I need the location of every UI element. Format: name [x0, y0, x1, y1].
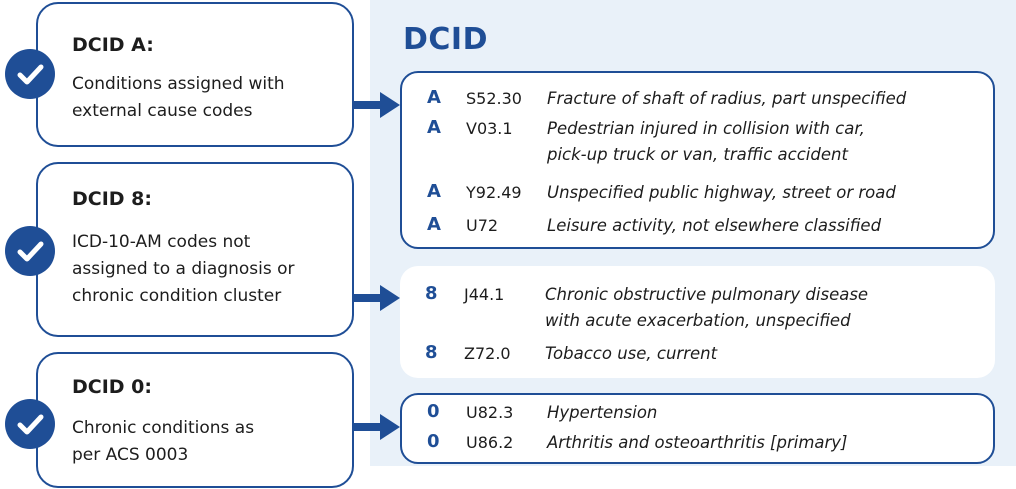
desc-line: Unspecified public highway, street or ro…	[547, 183, 896, 202]
card-desc-line: Chronic conditions as	[72, 418, 255, 438]
icd-code: U86.2	[466, 433, 514, 452]
code-group-a: A S52.30 Fracture of shaft of radius, pa…	[400, 71, 995, 249]
dcid-flag: 8	[425, 283, 438, 304]
icd-code: S52.30	[466, 89, 522, 108]
code-description: Fracture of shaft of radius, part unspec…	[547, 86, 987, 112]
code-group-0: 0 U82.3 Hypertension 0 U86.2 Arthritis a…	[400, 393, 995, 464]
desc-line: Fracture of shaft of radius, part unspec…	[547, 89, 907, 108]
card-description: Conditions assigned with external cause …	[72, 71, 285, 125]
checkmark-circle-icon	[5, 226, 55, 276]
dcid-flag: 0	[427, 401, 440, 422]
dcid-flag: A	[427, 117, 441, 138]
desc-line: pick-up truck or van, traffic accident	[547, 145, 848, 164]
right-arrow-icon	[352, 92, 400, 118]
desc-line: Arthritis and osteoarthritis [primary]	[547, 433, 848, 452]
code-description: Arthritis and osteoarthritis [primary]	[547, 430, 987, 456]
dcid-flag: 8	[425, 342, 438, 363]
icd-code: U82.3	[466, 403, 514, 422]
right-arrow-icon	[352, 414, 400, 440]
icd-code: J44.1	[464, 285, 505, 304]
desc-line: Pedestrian injured in collision with car…	[547, 119, 865, 138]
desc-line: Hypertension	[547, 403, 658, 422]
code-description: Chronic obstructive pulmonary disease wi…	[545, 282, 985, 334]
icd-code: V03.1	[466, 119, 513, 138]
card-title: DCID 0:	[72, 376, 152, 398]
card-dcid-8: DCID 8: ICD-10-AM codes not assigned to …	[36, 162, 354, 337]
checkmark-circle-icon	[5, 49, 55, 99]
code-description: Unspecified public highway, street or ro…	[547, 180, 987, 206]
card-desc-line: ICD-10-AM codes not	[72, 232, 251, 252]
code-description: Leisure activity, not elsewhere classifi…	[547, 213, 987, 239]
icd-code: Z72.0	[464, 344, 511, 363]
card-desc-line: per ACS 0003	[72, 445, 189, 465]
card-description: ICD-10-AM codes not assigned to a diagno…	[72, 229, 295, 310]
card-desc-line: external cause codes	[72, 101, 253, 121]
desc-line: Chronic obstructive pulmonary disease	[545, 285, 869, 304]
card-desc-line: assigned to a diagnosis or	[72, 259, 295, 279]
card-dcid-a: DCID A: Conditions assigned with externa…	[36, 2, 354, 147]
dcid-flag: 0	[427, 431, 440, 452]
code-description: Pedestrian injured in collision with car…	[547, 116, 987, 168]
dcid-flag: A	[427, 87, 441, 108]
card-description: Chronic conditions as per ACS 0003	[72, 415, 254, 469]
icd-code: Y92.49	[466, 183, 522, 202]
code-description: Hypertension	[547, 400, 987, 426]
panel-title: DCID	[403, 22, 488, 57]
card-title: DCID A:	[72, 34, 154, 56]
code-group-8: 8 J44.1 Chronic obstructive pulmonary di…	[400, 266, 995, 378]
card-desc-line: chronic condition cluster	[72, 286, 282, 306]
desc-line: Leisure activity, not elsewhere classifi…	[547, 216, 882, 235]
dcid-flag: A	[427, 214, 441, 235]
card-desc-line: Conditions assigned with	[72, 74, 285, 94]
card-title: DCID 8:	[72, 188, 152, 210]
desc-line: Tobacco use, current	[545, 344, 718, 363]
right-arrow-icon	[352, 285, 400, 311]
icd-code: U72	[466, 216, 499, 235]
checkmark-circle-icon	[5, 399, 55, 449]
card-dcid-0: DCID 0: Chronic conditions as per ACS 00…	[36, 352, 354, 488]
dcid-flag: A	[427, 181, 441, 202]
desc-line: with acute exacerbation, unspecified	[545, 311, 851, 330]
code-description: Tobacco use, current	[545, 341, 985, 367]
